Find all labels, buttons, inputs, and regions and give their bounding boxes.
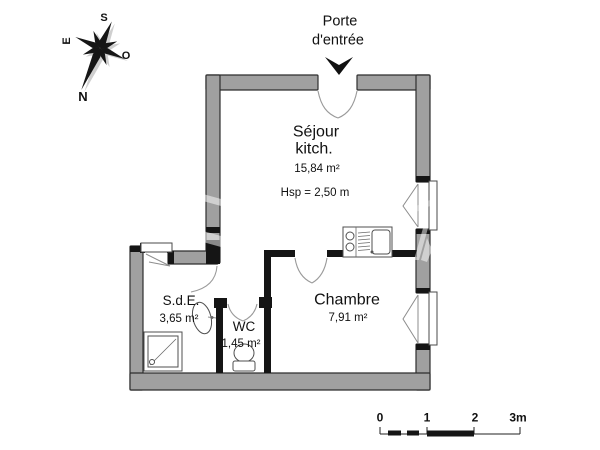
scale-tick-2: 2 — [471, 410, 479, 425]
scale-tick-0: 0 — [376, 410, 384, 425]
compass-north-label: N — [78, 89, 88, 105]
room-label-sejour-2: kitch. — [295, 140, 333, 158]
window-icon — [402, 291, 438, 346]
room-label-wc: WC — [232, 318, 256, 334]
entrance-label-line2: d'entrée — [312, 32, 364, 49]
entrance-door-swing-icon — [317, 90, 358, 119]
scale-tick-3: 3m — [509, 410, 527, 425]
wc-door-swing-icon — [227, 303, 258, 322]
room-area-wc: 1,45 m² — [221, 337, 261, 350]
shower-room-door-swing-icon — [190, 265, 218, 293]
ceiling-height-note: Hsp = 2,50 m — [280, 186, 350, 199]
scale-bar — [379, 427, 521, 437]
room-area-sejour: 15,84 m² — [294, 162, 340, 175]
kitchen-sink-icon — [342, 226, 393, 258]
entrance-label-line1: Porte — [322, 13, 358, 30]
room-area-chambre: 7,91 m² — [328, 311, 368, 324]
scale-tick-1: 1 — [423, 410, 431, 425]
compass-south-label: S — [100, 12, 108, 25]
room-label-sde: S.d.E. — [162, 292, 200, 308]
shower-icon — [143, 331, 183, 372]
entrance-arrow-icon — [325, 57, 353, 75]
window-icon — [402, 180, 438, 231]
washbasin-icon — [191, 301, 217, 335]
compass-west-label: O — [121, 50, 131, 63]
window-icon — [140, 242, 173, 267]
toilet-icon — [232, 343, 256, 372]
room-label-sejour: Séjour — [292, 123, 340, 141]
room-label-chambre: Chambre — [314, 291, 380, 309]
room-area-sde: 3,65 m² — [159, 312, 199, 325]
watermark-artifact — [203, 194, 432, 262]
compass-east-label: E — [61, 37, 74, 45]
bedroom-door-swing-icon — [294, 257, 328, 284]
